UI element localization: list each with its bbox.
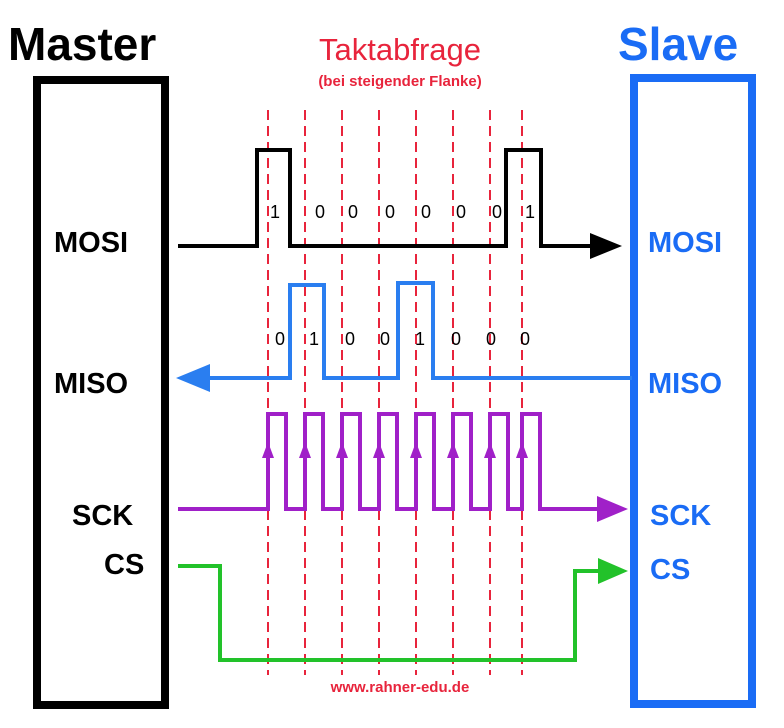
master-pin-cs: CS <box>104 549 144 581</box>
diagram-subtitle: (bei steigender Flanke) <box>318 73 481 90</box>
master-pin-sck: SCK <box>72 500 133 532</box>
sck-edge-arrow-3 <box>336 442 348 458</box>
sck-edge-arrow-5 <box>410 442 422 458</box>
sck-arrow <box>597 496 628 522</box>
miso-bit-6: 0 <box>451 329 461 349</box>
miso-arrow <box>176 364 210 392</box>
sck-edge-arrow-8 <box>516 442 528 458</box>
sck-edge-arrow-4 <box>373 442 385 458</box>
sck-edge-arrow-2 <box>299 442 311 458</box>
cs-waveform <box>178 564 605 662</box>
miso-bit-1: 0 <box>275 329 285 349</box>
master-pin-mosi: MOSI <box>54 227 128 259</box>
miso-bit-7: 0 <box>486 329 496 349</box>
slave-pin-sck: SCK <box>650 500 711 532</box>
cs-arrow <box>598 558 628 584</box>
miso-bit-8: 0 <box>520 329 530 349</box>
mosi-bit-2: 0 <box>315 202 325 222</box>
slave-pin-mosi: MOSI <box>648 227 722 259</box>
miso-bit-3: 0 <box>345 329 355 349</box>
slave-title: Slave <box>618 18 738 70</box>
master-pin-miso: MISO <box>54 368 128 400</box>
slave-pin-miso: MISO <box>648 368 722 400</box>
mosi-bit-5: 0 <box>421 202 431 222</box>
miso-bit-2: 1 <box>309 329 319 349</box>
mosi-arrow <box>590 233 622 259</box>
sck-edge-arrow-6 <box>447 442 459 458</box>
miso-bit-4: 0 <box>380 329 390 349</box>
slave-pin-cs: CS <box>650 554 690 586</box>
slave-box <box>630 74 756 708</box>
credit-text: www.rahner-edu.de <box>330 679 470 696</box>
mosi-bit-4: 0 <box>385 202 395 222</box>
diagram-title: Taktabfrage <box>319 32 481 67</box>
mosi-bit-3: 0 <box>348 202 358 222</box>
mosi-bit-7: 0 <box>492 202 502 222</box>
sck-rising-edge-markers <box>262 442 528 458</box>
sampling-lines <box>267 110 523 675</box>
miso-waveform <box>205 281 632 380</box>
mosi-waveform <box>178 148 595 248</box>
sck-edge-arrow-1 <box>262 442 274 458</box>
master-box <box>33 76 169 709</box>
mosi-bit-6: 0 <box>456 202 466 222</box>
sck-edge-arrow-7 <box>484 442 496 458</box>
miso-bit-5: 1 <box>415 329 425 349</box>
mosi-bit-8: 1 <box>525 202 535 222</box>
sck-waveform <box>178 412 600 511</box>
master-title: Master <box>8 18 156 70</box>
mosi-bit-1: 1 <box>270 202 280 222</box>
